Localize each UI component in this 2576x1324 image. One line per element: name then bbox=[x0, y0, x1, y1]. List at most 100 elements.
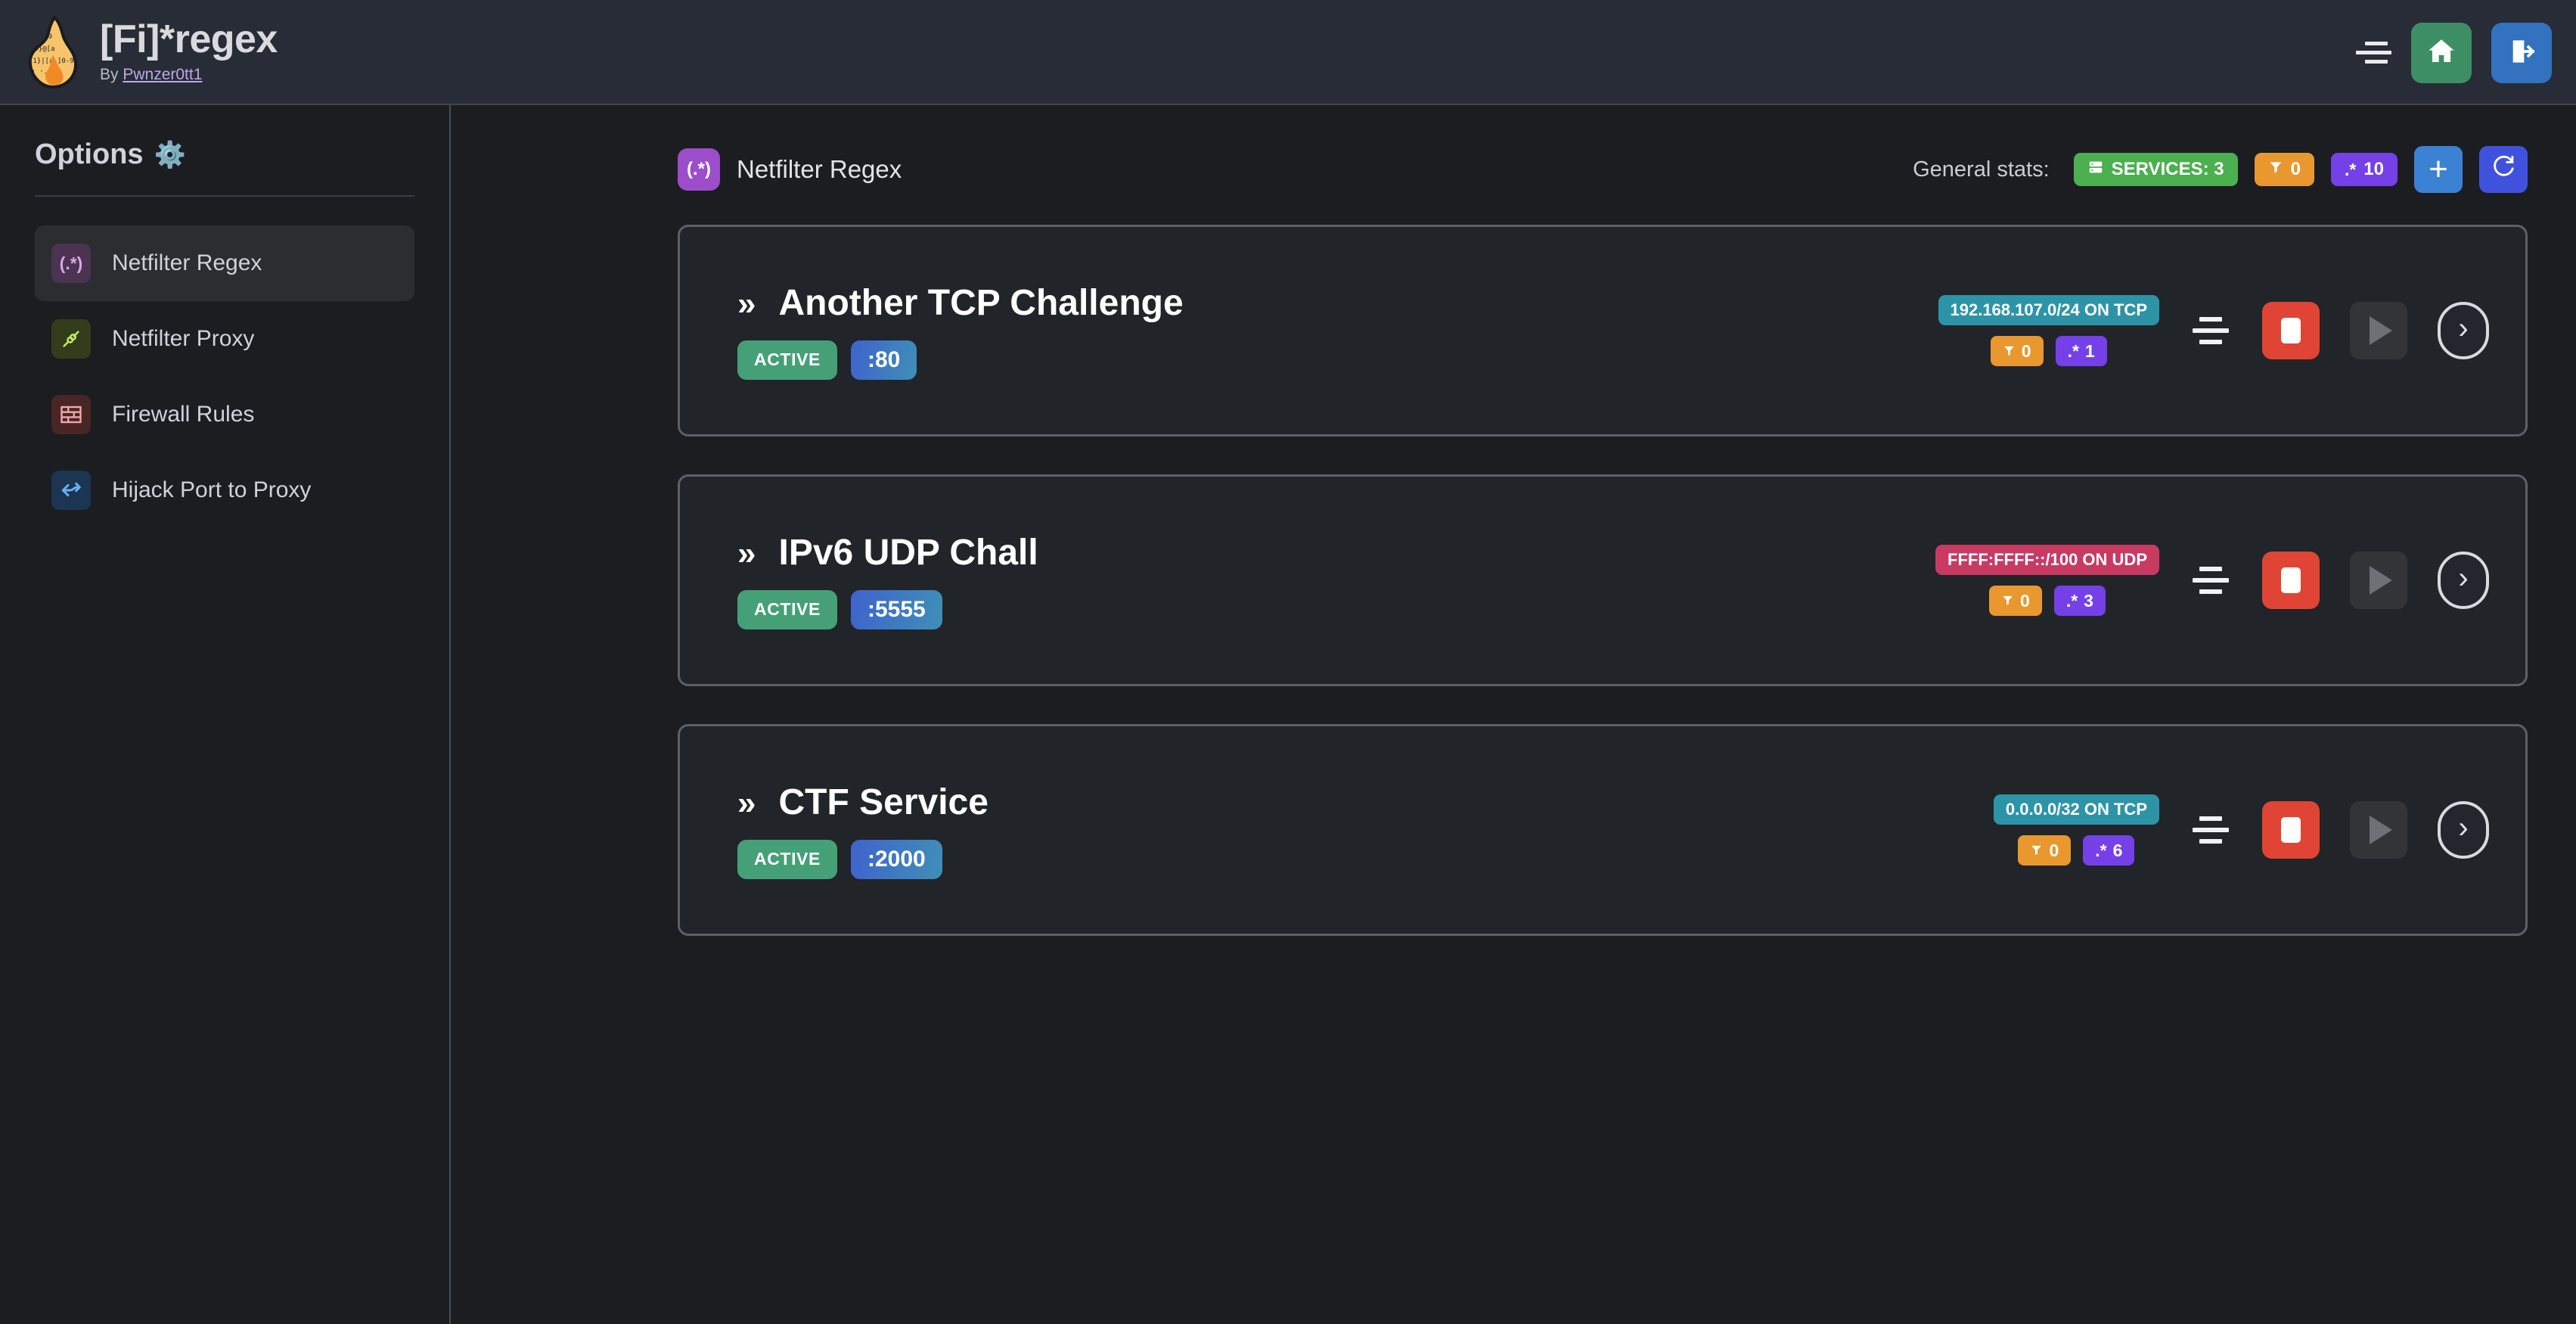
stop-icon bbox=[2281, 567, 2301, 593]
regexes-count-badge[interactable]: .* 1 bbox=[2055, 336, 2107, 366]
filters-count-value: 0 bbox=[2021, 340, 2031, 361]
home-button[interactable] bbox=[2411, 22, 2472, 83]
stat-services-badge[interactable]: SERVICES: 3 bbox=[2073, 153, 2238, 186]
service-counters: 0 .* 3 bbox=[1989, 586, 2106, 616]
main-content: (.*) Netfilter Regex General stats: SERV… bbox=[452, 105, 2576, 1324]
start-button[interactable] bbox=[2350, 552, 2407, 609]
filters-count-value: 0 bbox=[2049, 840, 2059, 860]
stop-icon bbox=[2281, 318, 2301, 343]
chevron-right-icon: › bbox=[2458, 811, 2469, 844]
main-toolbar: (.*) Netfilter Regex General stats: SERV… bbox=[678, 146, 2528, 193]
gear-icon: ⚙️ bbox=[154, 140, 186, 169]
sidebar-item-label: Netfilter Regex bbox=[112, 250, 262, 275]
service-details-button[interactable]: › bbox=[2438, 302, 2489, 359]
logout-button[interactable] bbox=[2491, 22, 2552, 83]
stat-filters-value: 0 bbox=[2290, 159, 2301, 179]
port-badge: :2000 bbox=[850, 839, 942, 879]
filters-count-value: 0 bbox=[2020, 590, 2030, 611]
filters-count-badge[interactable]: 0 bbox=[2018, 835, 2072, 866]
service-controls: 0.0.0.0/32 ON TCP 0 .* 6 bbox=[1993, 794, 2489, 866]
sidebar-heading-label: Options bbox=[35, 138, 144, 170]
port-badge: :80 bbox=[850, 340, 917, 380]
filter-icon bbox=[2268, 159, 2283, 180]
app-author: By Pwnzer0tt1 bbox=[100, 66, 278, 84]
rules-list-icon[interactable] bbox=[2190, 311, 2232, 350]
status-badge: ACTIVE bbox=[737, 589, 837, 629]
service-counters: 0 .* 1 bbox=[1990, 336, 2107, 366]
stat-filters-badge[interactable]: 0 bbox=[2254, 153, 2314, 186]
stop-button[interactable] bbox=[2262, 552, 2320, 609]
regexes-count-badge[interactable]: .* 6 bbox=[2083, 835, 2135, 866]
refresh-button[interactable] bbox=[2479, 146, 2528, 193]
filter-icon bbox=[2003, 341, 2016, 362]
rules-list-icon[interactable] bbox=[2190, 810, 2232, 850]
filters-count-badge[interactable]: 0 bbox=[1990, 336, 2044, 366]
sidebar-item-hijack-port-to-proxy[interactable]: Hijack Port to Proxy bbox=[35, 452, 414, 528]
sidebar-divider bbox=[35, 195, 414, 197]
stop-button[interactable] bbox=[2262, 801, 2320, 859]
play-icon bbox=[2370, 566, 2392, 595]
service-info: » Another TCP Challenge ACTIVE :80 bbox=[737, 282, 1184, 380]
filters-count-badge[interactable]: 0 bbox=[1989, 586, 2042, 616]
rules-list-icon[interactable] bbox=[2190, 561, 2232, 600]
page-title: (.*) Netfilter Regex bbox=[678, 148, 902, 191]
general-stats: General stats: SERVICES: 3 0 .* 10 + bbox=[1913, 146, 2528, 193]
menu-icon[interactable] bbox=[2352, 36, 2391, 70]
by-prefix: By bbox=[100, 66, 123, 83]
service-card[interactable]: » CTF Service ACTIVE :2000 0.0.0.0/32 ON… bbox=[678, 724, 2528, 936]
sidebar-item-firewall-rules[interactable]: Firewall Rules bbox=[35, 377, 414, 452]
regexes-count-value: 3 bbox=[2084, 590, 2093, 611]
sidebar-item-label: Netfilter Proxy bbox=[112, 326, 255, 351]
regexes-count-value: 1 bbox=[2084, 340, 2095, 361]
home-icon bbox=[2425, 36, 2457, 70]
service-status-row: ACTIVE :2000 bbox=[737, 839, 989, 879]
status-badge: ACTIVE bbox=[737, 839, 837, 879]
header-actions bbox=[2352, 0, 2552, 105]
service-name: CTF Service bbox=[778, 782, 989, 822]
filter-icon bbox=[2030, 841, 2043, 861]
author-link[interactable]: Pwnzer0tt1 bbox=[123, 66, 203, 83]
network-badge: FFFF:FFFF::/100 ON UDP bbox=[1935, 545, 2159, 575]
flame-regex-logo: -z0-9 20}@[a {1}|[a-]0-9] (1 '- z] bbox=[24, 14, 80, 89]
service-details-button[interactable]: › bbox=[2438, 552, 2489, 609]
stat-regexes-badge[interactable]: .* 10 bbox=[2330, 153, 2398, 186]
start-button[interactable] bbox=[2350, 801, 2407, 859]
page-title-label: Netfilter Regex bbox=[737, 155, 902, 183]
service-details-button[interactable]: › bbox=[2438, 801, 2489, 859]
brand: -z0-9 20}@[a {1}|[a-]0-9] (1 '- z] [Fi]*… bbox=[24, 14, 278, 89]
service-status-row: ACTIVE :80 bbox=[737, 340, 1184, 380]
logout-icon bbox=[2506, 36, 2537, 69]
service-title: » IPv6 UDP Chall bbox=[737, 532, 1038, 573]
stop-button[interactable] bbox=[2262, 302, 2320, 359]
port-badge: :5555 bbox=[850, 589, 942, 629]
service-list: » Another TCP Challenge ACTIVE :80 192.1… bbox=[678, 225, 2528, 936]
sidebar-item-netfilter-regex[interactable]: (.*) Netfilter Regex bbox=[35, 225, 414, 301]
service-network-info: 192.168.107.0/24 ON TCP 0 .* 1 bbox=[1938, 295, 2159, 366]
service-card[interactable]: » IPv6 UDP Chall ACTIVE :5555 FFFF:FFFF:… bbox=[678, 474, 2528, 686]
start-button[interactable] bbox=[2350, 302, 2407, 359]
stop-icon bbox=[2281, 817, 2301, 843]
regexes-count-badge[interactable]: .* 3 bbox=[2053, 586, 2106, 616]
regex-icon: .* bbox=[2344, 159, 2357, 179]
server-icon bbox=[2087, 159, 2104, 181]
add-service-button[interactable]: + bbox=[2414, 146, 2463, 193]
sidebar-item-netfilter-proxy[interactable]: Netfilter Proxy bbox=[35, 301, 414, 377]
network-badge: 192.168.107.0/24 ON TCP bbox=[1938, 295, 2159, 325]
service-card[interactable]: » Another TCP Challenge ACTIVE :80 192.1… bbox=[678, 225, 2528, 437]
chevron-double-right-icon: » bbox=[737, 284, 756, 322]
service-controls: FFFF:FFFF::/100 ON UDP 0 .* 3 bbox=[1935, 545, 2489, 616]
service-status-row: ACTIVE :5555 bbox=[737, 589, 1038, 629]
route-fork-icon bbox=[51, 471, 91, 510]
app-title: [Fi]*regex bbox=[100, 17, 278, 61]
plug-icon bbox=[51, 319, 91, 359]
general-stats-label: General stats: bbox=[1913, 157, 2050, 182]
regex-icon: .* bbox=[2095, 840, 2107, 860]
service-counters: 0 .* 6 bbox=[2018, 835, 2135, 866]
regexes-count-value: 6 bbox=[2112, 840, 2123, 860]
service-info: » CTF Service ACTIVE :2000 bbox=[737, 782, 989, 879]
svg-text:(1 '- z]: (1 '- z] bbox=[27, 70, 60, 77]
regex-icon: .* bbox=[2065, 590, 2078, 611]
sidebar-item-label: Hijack Port to Proxy bbox=[112, 477, 312, 502]
regex-icon: (.*) bbox=[51, 244, 91, 283]
sidebar: Options ⚙️ (.*) Netfilter Regex Netfilte… bbox=[0, 105, 451, 1324]
